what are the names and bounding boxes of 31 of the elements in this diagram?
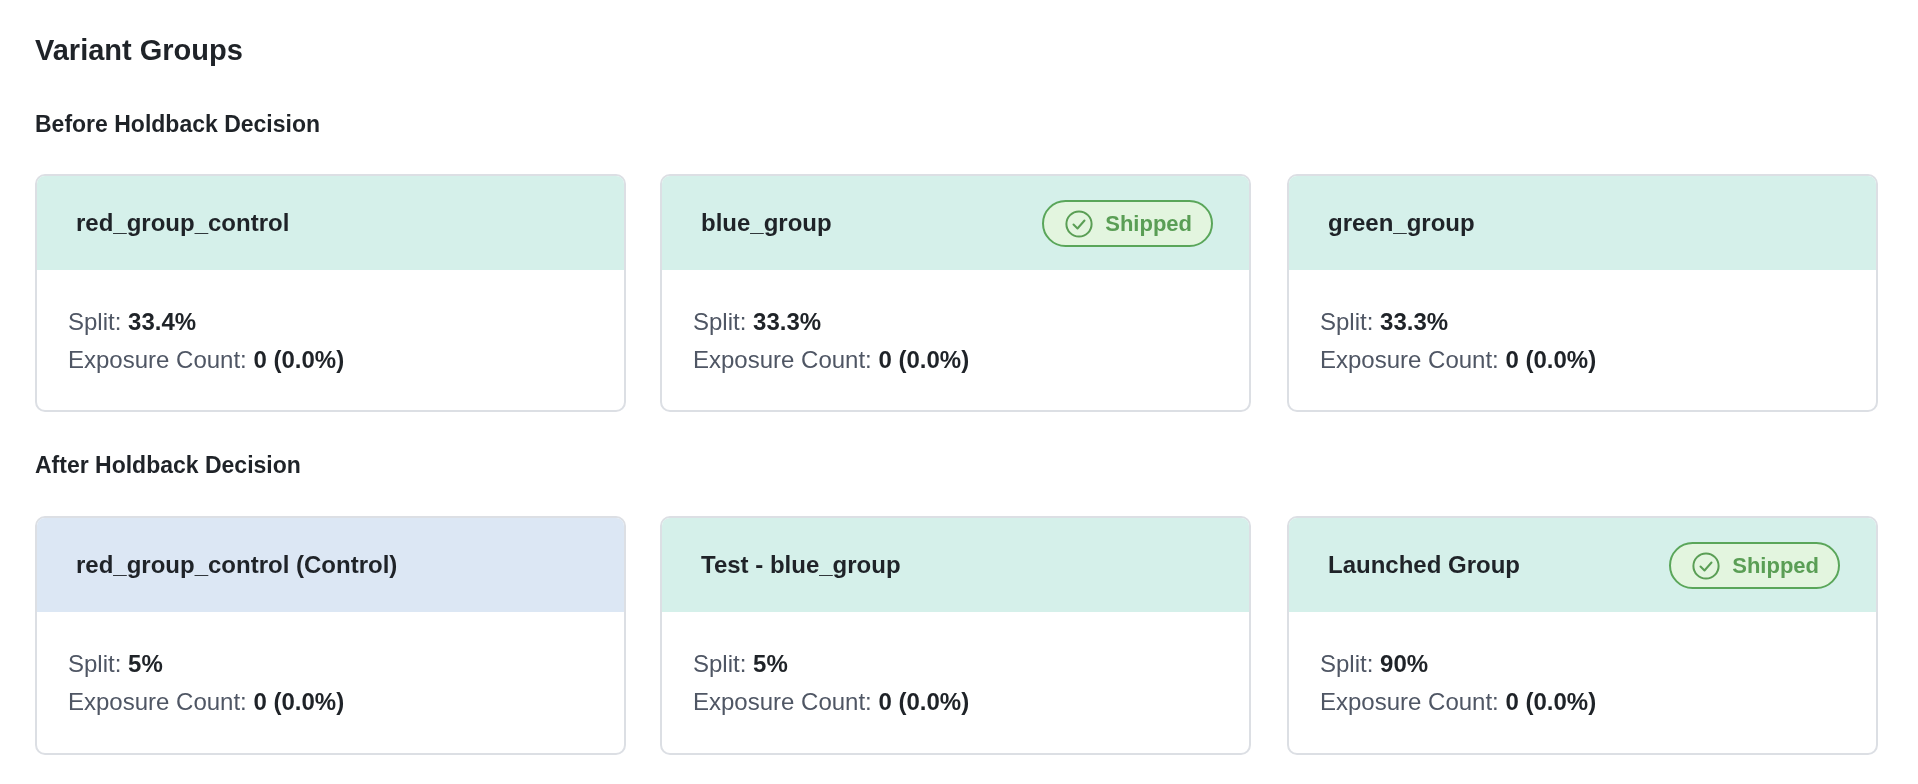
variant-card: [1287, 516, 1878, 755]
exposure-count-text: Exposure Count: 0 (0.0%): [68, 345, 345, 375]
status-badge: [1669, 542, 1840, 589]
variant-name: Launched Group: [1328, 550, 1520, 580]
exposure-count-text: Exposure Count: 0 (0.0%): [1320, 345, 1597, 375]
variant-card: [660, 516, 1251, 755]
status-label: Shipped: [1732, 551, 1819, 580]
split-text: Split: 33.3%: [693, 307, 822, 337]
split-text: Split: 33.3%: [1320, 307, 1449, 337]
variant-name: red_group_control: [76, 208, 290, 238]
status-badge: [1042, 200, 1213, 247]
exposure-count-text: Exposure Count: 0 (0.0%): [1320, 687, 1597, 717]
variant-card: [1287, 174, 1878, 412]
status-label: Shipped: [1105, 209, 1192, 238]
section-heading: Before Holdback Decision: [35, 110, 321, 139]
variant-card: [35, 516, 626, 755]
variant-card: [660, 174, 1251, 412]
split-text: Split: 90%: [1320, 649, 1429, 679]
variant-name: red_group_control (Control): [76, 550, 398, 580]
split-text: Split: 5%: [68, 649, 163, 679]
section-heading: After Holdback Decision: [35, 451, 301, 480]
split-text: Split: 33.4%: [68, 307, 197, 337]
exposure-count-text: Exposure Count: 0 (0.0%): [693, 687, 970, 717]
exposure-count-text: Exposure Count: 0 (0.0%): [68, 687, 345, 717]
exposure-count-text: Exposure Count: 0 (0.0%): [693, 345, 970, 375]
variant-name: blue_group: [701, 208, 832, 238]
variant-name: Test - blue_group: [701, 550, 901, 580]
split-text: Split: 5%: [693, 649, 788, 679]
page-title: Variant Groups: [35, 33, 243, 68]
variant-name: green_group: [1328, 208, 1475, 238]
variant-card: [35, 174, 626, 412]
